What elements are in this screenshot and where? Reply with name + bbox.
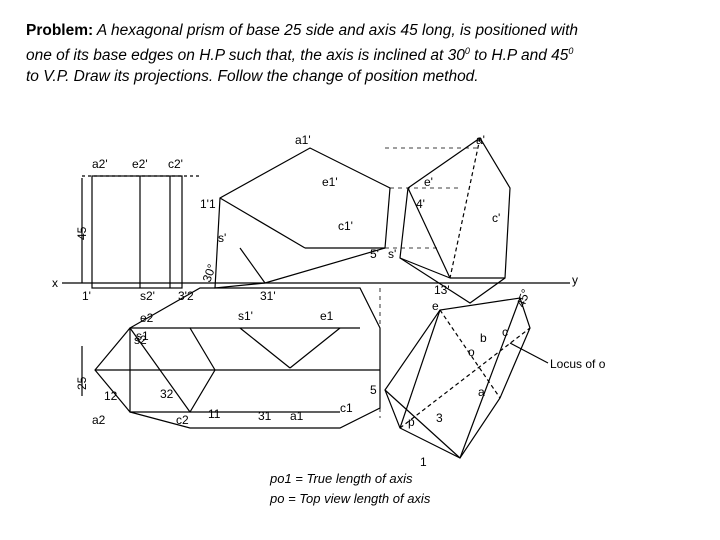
label-11p: 1'1 <box>200 197 216 211</box>
label-ap: a' <box>476 133 485 147</box>
locus-label: Locus of o <box>550 357 606 371</box>
dim-45-label: 45 <box>75 226 89 240</box>
label-c: c <box>502 325 508 339</box>
label-b: b <box>480 331 487 345</box>
angle-30-label: 30° <box>200 262 219 284</box>
label-1: 1 <box>420 455 427 469</box>
dim-25-label: 25 <box>75 376 89 390</box>
label-c2p: c2' <box>168 157 183 171</box>
label-5: 5 <box>370 383 377 397</box>
fv2-labels: a1' e1' c1' s1' s' 1'1 31' e1 s1 <box>136 133 353 343</box>
fv3-labels: a' e' c' s' 4' 13' e o b c a p 3 1 5 5' <box>370 133 508 469</box>
label-32: 32 <box>160 387 174 401</box>
label-sp: s' <box>388 247 396 261</box>
label-32p: 3'2 <box>178 289 194 303</box>
label-c1p: c1' <box>338 219 353 233</box>
label-31p: 31' <box>260 289 276 303</box>
label-cp: c' <box>492 211 500 225</box>
label-4p: 4' <box>416 197 425 211</box>
problem-statement: Problem: A hexagonal prism of base 25 si… <box>26 20 706 87</box>
label-e1: e1 <box>320 309 334 323</box>
label-a1p: a1' <box>295 133 311 147</box>
label-a1: a1 <box>290 409 304 423</box>
label-c2: c2 <box>176 413 189 427</box>
label-e2p: e2' <box>132 157 148 171</box>
label-a2p: a2' <box>92 157 108 171</box>
tv1-labels: e2 s2 a2 c2 12 32 11 31 a1 c1 <box>92 311 353 427</box>
label-13p: 13' <box>434 283 450 297</box>
label-11: 11 <box>208 407 221 421</box>
legend: po1 = True length of axis po = Top view … <box>269 471 431 506</box>
label-s1p: s1' <box>238 309 253 323</box>
label-e2: e2 <box>140 311 154 325</box>
projection-drawing: x y 45 25 30° 45° a2' e2' c2' 1' s2' 3'2… <box>52 133 606 506</box>
label-a2: a2 <box>92 413 106 427</box>
label-x: x <box>52 276 58 290</box>
label-s2: s2 <box>134 333 147 347</box>
label-y: y <box>572 273 578 287</box>
tv3-outline <box>384 297 531 459</box>
dimension-labels: 45 25 30° 45° <box>75 226 533 390</box>
problem-line-3: to V.P. Draw its projections. Follow the… <box>26 68 479 86</box>
label-5p: 5' <box>370 247 379 261</box>
xy-labels: x y <box>52 273 578 290</box>
label-o: o <box>468 345 475 359</box>
label-ep: e' <box>424 175 433 189</box>
fv1-labels: a2' e2' c2' 1' s2' 3'2 <box>82 157 194 303</box>
problem-line-2: one of its base edges on H.P such that, … <box>26 46 574 65</box>
label-s2p: s2' <box>140 289 155 303</box>
angle-45-label: 45° <box>514 287 533 309</box>
fv2-outline <box>214 147 391 289</box>
label-s1: s1 <box>136 329 149 343</box>
label-3: 3 <box>436 411 443 425</box>
legend-line-1: po1 = True length of axis <box>269 471 413 486</box>
locus-leader <box>509 342 549 364</box>
label-12: 12 <box>104 389 118 403</box>
label-e1p: e1' <box>322 175 338 189</box>
problem-line-1: Problem: A hexagonal prism of base 25 si… <box>26 22 579 39</box>
label-c1: c1 <box>340 401 353 415</box>
label-31: 31 <box>258 409 272 423</box>
label-1p: 1' <box>82 289 91 303</box>
label-sp-fv2: s' <box>218 231 226 245</box>
legend-line-2: po = Top view length of axis <box>269 491 431 506</box>
fv1-outline <box>91 175 183 289</box>
problem-heading: Problem: <box>26 22 94 39</box>
label-a: a <box>478 385 485 399</box>
label-p: p <box>408 415 415 429</box>
label-e: e <box>432 299 439 313</box>
